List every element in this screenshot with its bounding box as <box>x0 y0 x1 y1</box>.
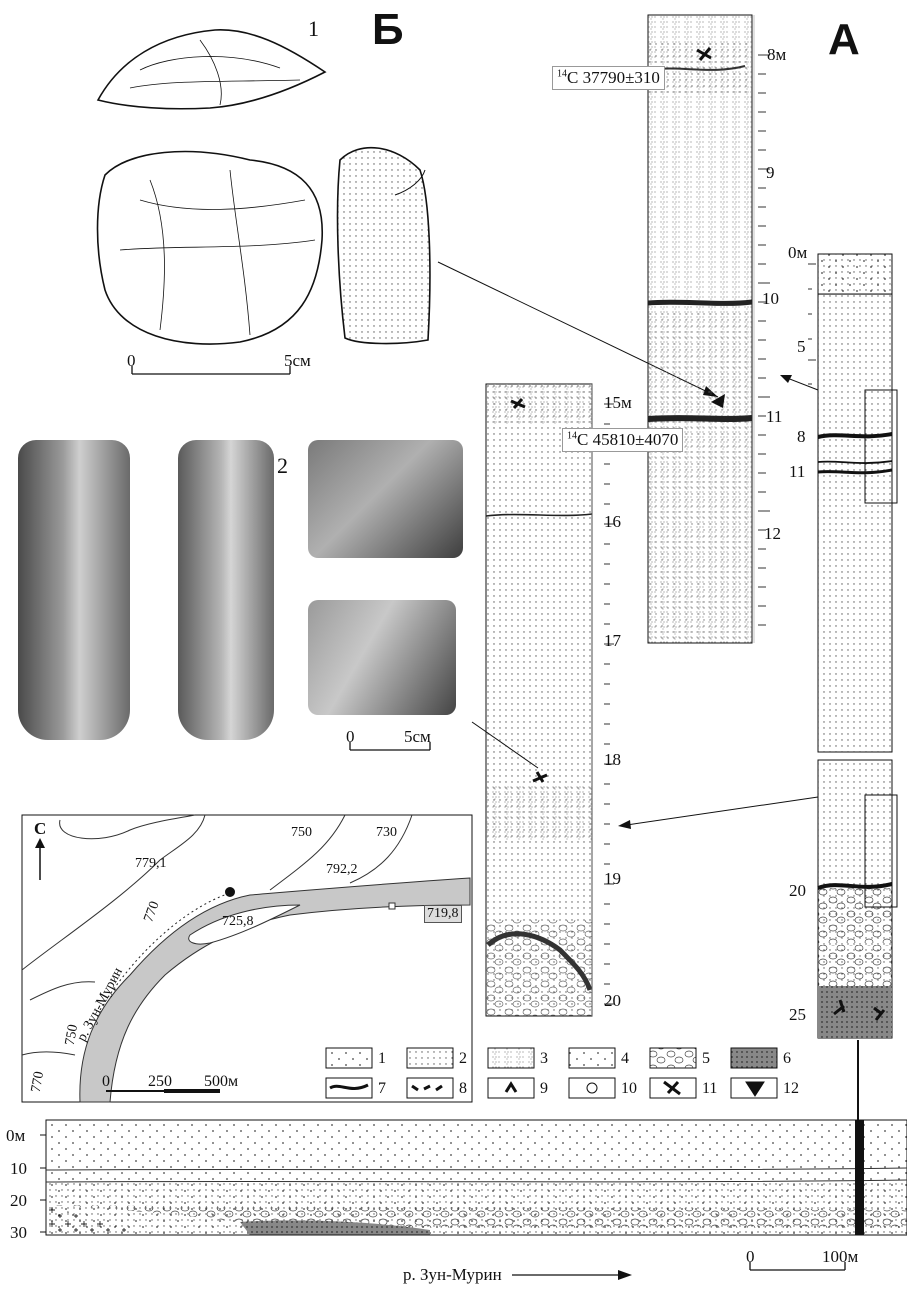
depth-tick: 18 <box>604 751 621 768</box>
artifact-scale-zero: 0 <box>127 352 136 369</box>
depth-tick: 19 <box>604 870 621 887</box>
depth-tick: 10 <box>762 290 779 307</box>
bone-photo-front <box>18 440 130 740</box>
profile-river-label: р. Зун-Мурин <box>403 1266 502 1283</box>
depth-tick: 11 <box>789 463 805 480</box>
map-elevation-boxed: 719,8 <box>424 905 462 923</box>
bone-scale-zero: 0 <box>346 728 355 745</box>
map-elevation: 792,2 <box>326 863 358 877</box>
depth-tick: 8 <box>797 428 806 445</box>
date-value: C 37790±310 <box>567 68 660 87</box>
depth-tick: 8м <box>767 46 786 63</box>
legend-number: 1 <box>378 1051 386 1067</box>
date-isotope: 14 <box>567 430 577 441</box>
legend-number: 8 <box>459 1081 467 1097</box>
depth-tick: 11 <box>766 408 782 425</box>
panel-label-a: А <box>828 18 860 62</box>
legend-number: 5 <box>702 1051 710 1067</box>
column-left <box>486 384 614 1016</box>
depth-tick: 15м <box>604 394 632 411</box>
bone-photo-detail-bottom <box>308 600 456 715</box>
depth-tick: 25 <box>789 1006 806 1023</box>
depth-tick: 5 <box>797 338 806 355</box>
panel-label-b: Б <box>372 8 404 52</box>
bone-photo-side <box>178 440 274 740</box>
depth-tick: 16 <box>604 513 621 530</box>
map-scale-mid: 250 <box>148 1074 172 1090</box>
depth-tick: 20 <box>604 992 621 1009</box>
legend-number: 2 <box>459 1051 467 1067</box>
legend-number: 3 <box>540 1051 548 1067</box>
artifact-scale-bar <box>132 366 290 374</box>
map-scale-end: 500м <box>204 1074 238 1090</box>
cross-section-profile <box>40 1120 907 1280</box>
date-isotope: 14 <box>557 68 567 79</box>
depth-tick: 0м <box>788 244 807 261</box>
column-right <box>808 254 897 1120</box>
profile-scale-end: 100м <box>822 1248 858 1265</box>
map-contour-label: 750 <box>291 826 312 840</box>
bone-scale-end: 5см <box>404 728 431 745</box>
bone-photo-detail-top <box>308 440 463 558</box>
artifact-scale-end: 5см <box>284 352 311 369</box>
depth-tick: 20 <box>789 882 806 899</box>
depth-tick: 9 <box>766 164 775 181</box>
legend-number: 4 <box>621 1051 629 1067</box>
connector-arrow-lower <box>620 797 818 826</box>
profile-depth-tick: 30 <box>10 1224 27 1241</box>
location-map <box>22 815 472 1102</box>
depth-tick: 12 <box>764 525 781 542</box>
map-scale-zero: 0 <box>102 1074 110 1090</box>
map-elevation: 779,1 <box>135 857 167 871</box>
legend-number: 10 <box>621 1081 637 1097</box>
radiocarbon-date: 14C 37790±310 <box>552 66 665 90</box>
map-elevation: 725,8 <box>222 915 254 929</box>
profile-scale-zero: 0 <box>746 1248 755 1265</box>
radiocarbon-date: 14C 45810±4070 <box>562 428 683 452</box>
legend-number: 12 <box>783 1081 799 1097</box>
legend-number: 6 <box>783 1051 791 1067</box>
profile-depth-tick: 0м <box>6 1127 25 1144</box>
depth-tick: 17 <box>604 632 621 649</box>
column-middle <box>648 15 770 643</box>
profile-depth-tick: 20 <box>10 1192 27 1209</box>
figure-label-1: 1 <box>308 18 319 40</box>
figure-label-2: 2 <box>277 455 288 477</box>
artifact-drawings <box>98 30 430 344</box>
map-contour-label: 730 <box>376 826 397 840</box>
map-north-label: С <box>34 820 46 837</box>
legend-number: 11 <box>702 1081 717 1097</box>
legend-number: 7 <box>378 1081 386 1097</box>
profile-depth-tick: 10 <box>10 1160 27 1177</box>
legend-number: 9 <box>540 1081 548 1097</box>
date-value: C 45810±4070 <box>577 430 678 449</box>
